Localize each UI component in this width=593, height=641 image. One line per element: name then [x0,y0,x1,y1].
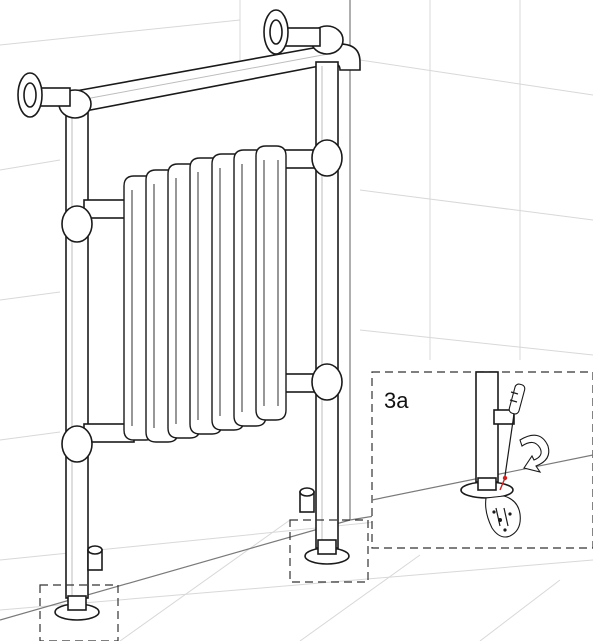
right-foot-callout [289,519,369,583]
rotate-arrow-icon [519,434,550,473]
left-foot-callout [39,584,119,641]
towel-rail-frame [17,9,361,621]
radiator-column [123,145,287,443]
detail-inset-3a [371,371,593,549]
step-label: 3a [384,388,409,413]
screw-marker [499,477,506,491]
